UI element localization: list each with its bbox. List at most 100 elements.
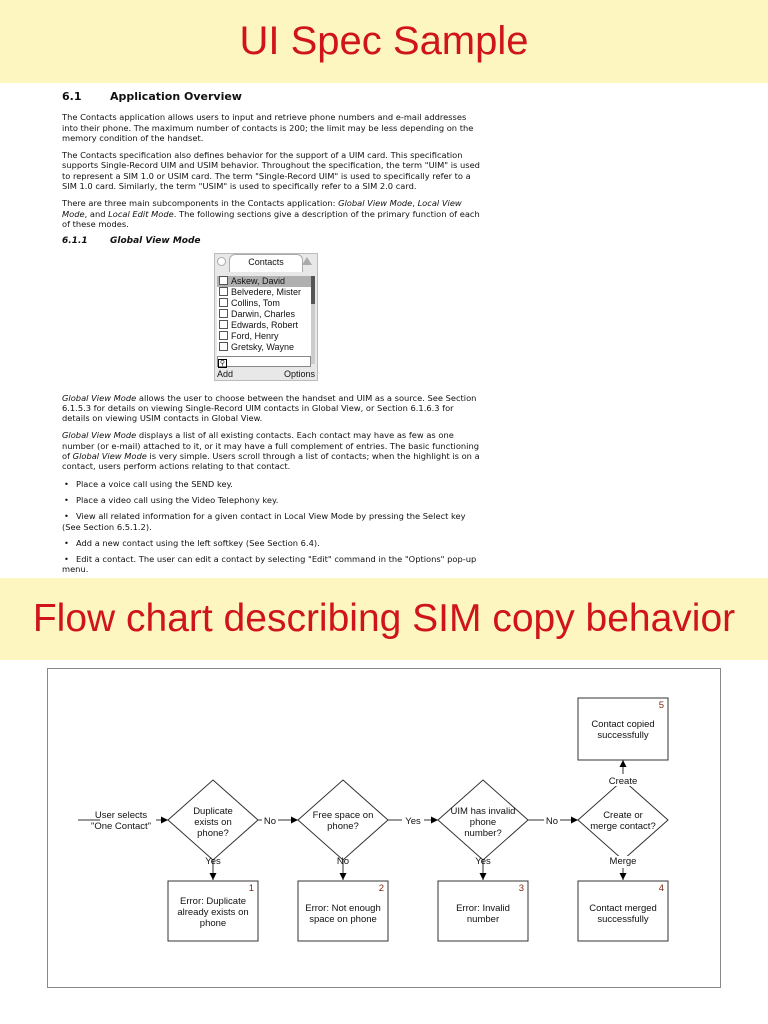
text: Local Edit Mode — [108, 208, 174, 219]
text: , — [412, 198, 418, 209]
text: Global View Mode — [62, 392, 137, 403]
text: space on phone — [309, 914, 377, 925]
text: Create or — [603, 810, 643, 821]
text: phone — [470, 817, 496, 828]
contact-row: Collins, Tom — [217, 297, 313, 309]
text: Global View Mode — [338, 198, 413, 209]
flowchart-frame — [47, 668, 721, 988]
paragraph: The Contacts application allows users to… — [62, 112, 474, 143]
scrollbar — [311, 275, 315, 364]
text: Contact merged — [589, 903, 657, 914]
text: number — [467, 914, 499, 925]
contact-name: Askew, David — [231, 275, 286, 286]
text: phone — [200, 918, 226, 929]
text: already exists on — [177, 907, 248, 918]
box-number: 2 — [379, 883, 384, 894]
box-3 — [437, 880, 529, 942]
search-icon: ⚲ — [218, 358, 227, 368]
checkbox-icon — [219, 297, 228, 307]
text: . The following sections give a descript… — [62, 208, 480, 229]
contact-row: Askew, David — [217, 275, 313, 287]
text: There are three main subcomponents in th… — [62, 198, 339, 209]
paragraph: Global View Mode allows the user to choo… — [62, 393, 482, 424]
paragraph: The Contacts specification also defines … — [62, 150, 480, 192]
contact-row: Darwin, Charles — [217, 308, 313, 320]
edge-label: Merge — [610, 856, 637, 867]
decision-duplicate — [167, 779, 259, 861]
list-item: Place a voice call using the SEND key. — [62, 479, 482, 489]
edge-label: Yes — [475, 856, 491, 867]
section-title: Application Overview — [110, 90, 242, 103]
flowchart-banner: Flow chart describing SIM copy behavior — [0, 578, 768, 660]
list-item: Place a video call using the Video Telep… — [62, 495, 482, 505]
text: Global View Mode — [72, 451, 147, 462]
checkbox-icon — [219, 319, 228, 329]
text: phone? — [327, 821, 359, 832]
scrollbar-thumb — [311, 275, 315, 304]
text: Global View Mode — [62, 430, 137, 441]
edge-label: Yes — [405, 816, 421, 827]
contact-name: Edwards, Robert — [231, 319, 299, 330]
text: successfully — [597, 730, 648, 741]
contact-row: Gretsky, Wayne — [217, 341, 313, 353]
text: Local View Mode — [62, 198, 462, 219]
triangle-up-icon — [302, 256, 312, 265]
text: Error: Duplicate — [180, 896, 246, 907]
contact-name: Belvedere, Mister — [231, 286, 302, 297]
text: is very simple. Users scroll through a l… — [62, 451, 480, 472]
contact-name: Darwin, Charles — [231, 308, 296, 319]
left-softkey: Add — [217, 368, 234, 379]
decision-free-space — [297, 779, 389, 861]
contact-name: Ford, Henry — [231, 330, 279, 341]
list-item: Add a new contact using the left softkey… — [62, 538, 482, 548]
text: Duplicate — [193, 806, 233, 817]
contacts-phone-screenshot: Contacts Askew, David Belvedere, Mister … — [214, 252, 318, 381]
text: displays a list of all existing contacts… — [62, 430, 479, 462]
text: UIM has invalid — [451, 806, 516, 817]
action-list: Place a voice call using the SEND key. P… — [62, 479, 482, 575]
radio-icon — [217, 256, 226, 266]
text: "One Contact" — [91, 821, 151, 832]
spec-document: 6.1 Application Overview The Contacts app… — [62, 90, 482, 581]
text: Contact copied — [591, 719, 654, 730]
edge-label: Yes — [205, 856, 221, 867]
search-field: ⚲ — [217, 355, 311, 368]
section-number: 6.1 — [62, 90, 82, 103]
edge-label: Create — [609, 776, 638, 787]
checkbox-icon — [219, 341, 228, 351]
text: , and — [84, 208, 109, 219]
text: Error: Not enough — [305, 903, 381, 914]
contact-row: Ford, Henry — [217, 330, 313, 342]
list-item: View all related information for a given… — [62, 511, 482, 532]
text: Error: Invalid — [456, 903, 510, 914]
start-label: User selects"One Contact" — [91, 810, 151, 832]
text: number? — [464, 828, 502, 839]
text: phone? — [197, 828, 229, 839]
box-number: 1 — [249, 883, 254, 894]
edge-label: No — [337, 856, 349, 867]
box-number: 5 — [659, 700, 664, 711]
text: allows the user to choose between the ha… — [62, 392, 477, 424]
text: User selects — [95, 810, 148, 821]
checkbox-icon — [219, 308, 228, 318]
list-item: Edit a contact. The user can edit a cont… — [62, 554, 482, 575]
decision-invalid-number — [437, 779, 529, 861]
checkbox-icon — [219, 330, 228, 340]
contact-name: Gretsky, Wayne — [231, 341, 295, 352]
box-1 — [167, 880, 259, 942]
section-heading: 6.1 Application Overview — [62, 90, 482, 103]
text: successfully — [597, 914, 648, 925]
paragraph: There are three main subcomponents in th… — [62, 198, 482, 229]
title-banner: UI Spec Sample — [0, 0, 768, 83]
contact-row: Edwards, Robert — [217, 319, 313, 331]
contact-name: Collins, Tom — [231, 297, 280, 308]
edge-label: No — [546, 816, 558, 827]
checkbox-icon — [219, 286, 228, 296]
text: merge contact? — [590, 821, 655, 832]
edge-label: No — [264, 816, 276, 827]
